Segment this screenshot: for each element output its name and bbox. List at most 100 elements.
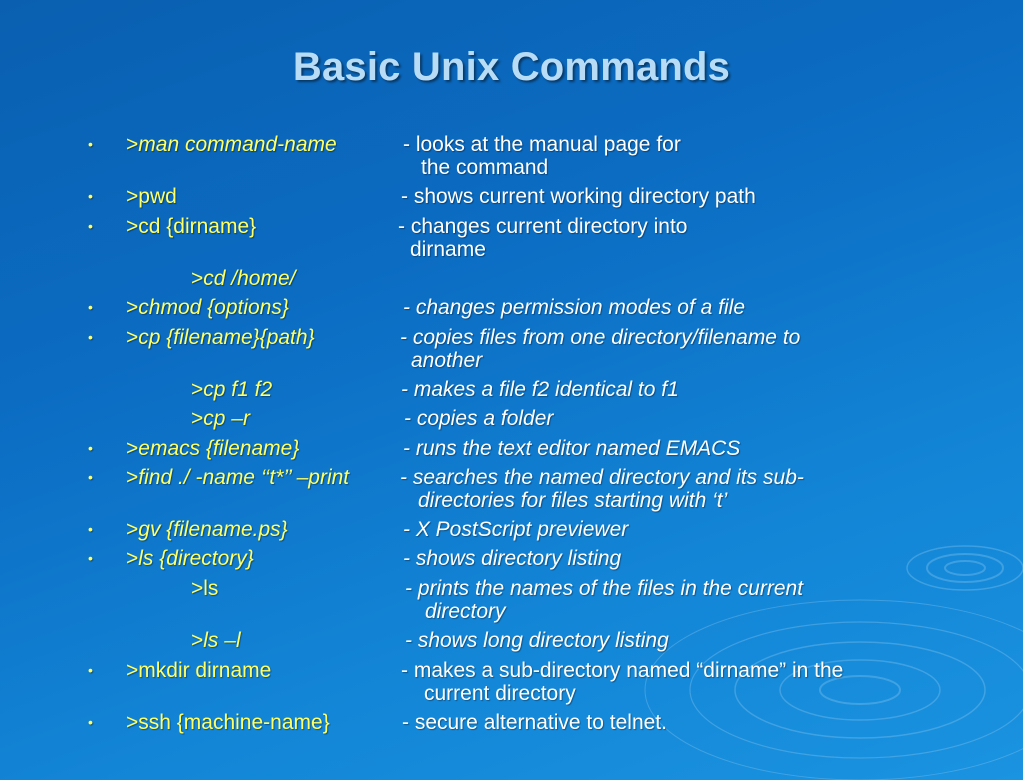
bullet-icon: • — [88, 550, 93, 566]
command-description: - secure alternative to telnet. — [402, 711, 667, 734]
command-name: ssh {machine-name} — [138, 711, 330, 734]
bullet-icon: • — [88, 136, 93, 152]
command-name: pwd — [138, 185, 177, 208]
prompt-symbol: > — [126, 185, 139, 208]
list-item: • >pwd - shows current working directory p… — [0, 185, 1023, 233]
description-line: - copies files from one directory/filena… — [400, 326, 801, 349]
command-name: ls — [203, 577, 219, 600]
slide-title: Basic Unix Commands — [292, 45, 731, 89]
prompt-symbol: > — [126, 466, 139, 489]
bullet-icon: • — [88, 218, 93, 234]
bullet-icon: • — [88, 299, 93, 315]
description-line: - secure alternative to telnet. — [402, 711, 667, 734]
command-text: >cd /home/ — [191, 267, 295, 290]
prompt-symbol: > — [126, 518, 139, 541]
command-description: - X PostScript previewer — [403, 518, 628, 541]
description-line: - shows current working directory path — [401, 185, 756, 208]
description-continuation: another — [411, 349, 483, 372]
command-text: >mkdir dirname — [126, 659, 271, 682]
description-line: - copies a folder — [404, 407, 554, 430]
description-line: - changes permission modes of a file — [403, 296, 745, 319]
command-text: >chmod {options} — [126, 296, 289, 319]
description-line: - makes a sub-directory named “dirname” … — [401, 659, 844, 682]
command-text: >cp {filename}{path} — [126, 326, 315, 349]
description-continuation: dirname — [410, 238, 486, 261]
description-line: - shows long directory listing — [405, 629, 669, 652]
prompt-symbol: > — [126, 547, 139, 570]
command-name: ls –l — [203, 629, 241, 652]
description-line: - runs the text editor named EMACS — [403, 437, 741, 460]
prompt-symbol: > — [126, 133, 139, 156]
command-description: - copies a folder — [404, 407, 553, 430]
command-name: cp –r — [203, 407, 250, 430]
command-description: - shows current working directory path — [401, 185, 756, 208]
prompt-symbol: > — [126, 711, 139, 734]
prompt-symbol: > — [126, 437, 139, 460]
command-description: - runs the text editor named EMACS — [403, 437, 740, 460]
description-line: - makes a file f2 identical to f1 — [401, 378, 679, 401]
command-text: >ls –l — [191, 629, 241, 652]
list-item: • >cp {filename}{path} - copies files from… — [0, 326, 1023, 374]
bullet-icon: • — [88, 329, 93, 345]
command-text: >cp f1 f2 — [191, 378, 272, 401]
command-text: >ls {directory} — [126, 547, 254, 570]
bullet-icon: • — [88, 469, 93, 485]
prompt-symbol: > — [191, 407, 204, 430]
command-text: >man command-name — [126, 133, 337, 156]
list-item: • >man command-name - looks at the manual … — [0, 133, 1023, 181]
list-item: >cp f1 f2 - makes a file f2 identical to … — [0, 378, 1023, 426]
command-description: - shows long directory listing — [405, 629, 669, 652]
command-text: >emacs {filename} — [126, 437, 299, 460]
list-item: • >find ./ -name ‘‘t*’’ –print - searches … — [0, 466, 1023, 514]
description-continuation: directories for files starting with ‘t’ — [418, 489, 728, 512]
command-description: - makes a file f2 identical to f1 — [401, 378, 679, 401]
command-text: >ssh {machine-name} — [126, 711, 330, 734]
list-item: • >cd {dirname} - changes current director… — [0, 215, 1023, 263]
command-name: cd {dirname} — [138, 215, 257, 238]
list-item: • >mkdir dirname - makes a sub-directory n… — [0, 659, 1023, 707]
command-name: find ./ -name ‘‘t*’’ –print — [138, 466, 350, 489]
command-text: >gv {filename.ps} — [126, 518, 288, 541]
prompt-symbol: > — [126, 326, 139, 349]
list-item: >cd /home/ — [0, 267, 1023, 315]
command-description: - searches the named directory and its s… — [400, 466, 804, 512]
description-line: - X PostScript previewer — [403, 518, 629, 541]
description-continuation: the command — [421, 156, 549, 179]
prompt-symbol: > — [191, 629, 204, 652]
command-name: ls {directory} — [138, 547, 254, 570]
prompt-symbol: > — [191, 577, 204, 600]
prompt-symbol: > — [191, 267, 204, 290]
list-item: • >ssh {machine-name} - secure alternative… — [0, 711, 1023, 759]
command-text: >pwd — [126, 185, 177, 208]
list-item: • >emacs {filename} - runs the text editor… — [0, 437, 1023, 485]
list-item: >cp –r - copies a folder — [0, 407, 1023, 455]
bullet-icon: • — [88, 714, 93, 730]
command-text: >cp –r — [191, 407, 250, 430]
bullet-icon: • — [88, 188, 93, 204]
command-name: cp {filename}{path} — [138, 326, 315, 349]
command-name: gv {filename.ps} — [138, 518, 288, 541]
command-description: - changes permission modes of a file — [403, 296, 745, 319]
description-continuation: current directory — [424, 682, 576, 705]
command-name: chmod {options} — [138, 296, 289, 319]
prompt-symbol: > — [126, 659, 139, 682]
command-name: cd /home/ — [203, 267, 296, 290]
description-continuation: directory — [425, 600, 506, 623]
command-name: emacs {filename} — [138, 437, 300, 460]
prompt-symbol: > — [126, 215, 139, 238]
command-name: man command-name — [138, 133, 337, 156]
list-item: • >gv {filename.ps} - X PostScript preview… — [0, 518, 1023, 566]
command-description: - makes a sub-directory named “dirname” … — [401, 659, 843, 705]
list-item: >ls –l - shows long directory listing — [0, 629, 1023, 677]
command-name: mkdir dirname — [138, 659, 272, 682]
description-line: - changes current directory into — [398, 215, 688, 238]
prompt-symbol: > — [126, 296, 139, 319]
prompt-symbol: > — [191, 378, 204, 401]
list-item: •>ls {directory}- shows directory listin… — [0, 547, 1023, 595]
description-line: - looks at the manual page for — [403, 133, 681, 156]
command-description: - prints the names of the files in the c… — [405, 577, 803, 623]
bullet-icon: • — [88, 662, 93, 678]
command-text: >find ./ -name ‘‘t*’’ –print — [126, 466, 349, 489]
